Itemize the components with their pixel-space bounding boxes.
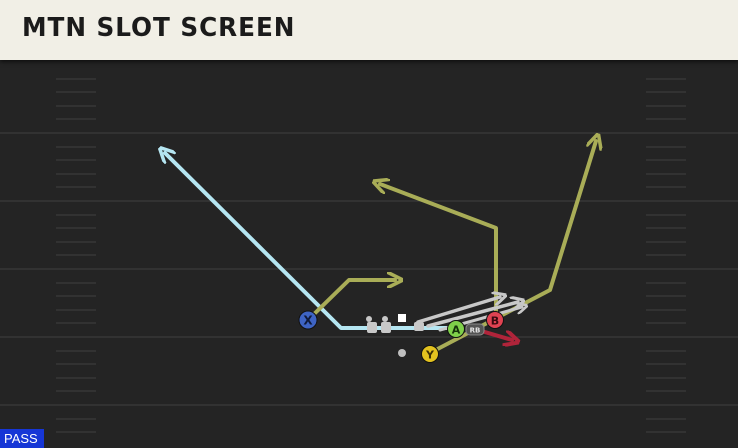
play-field: X A B RB Y	[0, 60, 738, 448]
player-a[interactable]: A	[447, 320, 465, 338]
play-title: MTN SLOT SCREEN	[22, 13, 296, 43]
player-rb-label: RB	[470, 327, 481, 335]
field-diagram: X A B RB Y	[0, 78, 738, 433]
hash-marks-left	[56, 78, 96, 433]
route-x-slant	[307, 280, 395, 321]
player-x[interactable]: X	[298, 310, 318, 330]
lineman-icon	[381, 316, 391, 333]
route-block-1	[416, 297, 500, 324]
hash-marks-right	[646, 78, 686, 433]
player-y-label: Y	[425, 349, 435, 362]
center-icon	[398, 314, 406, 322]
play-header: MTN SLOT SCREEN	[0, 0, 738, 60]
lineman-icon	[414, 322, 424, 331]
route-block-2	[426, 302, 518, 328]
route-a	[380, 184, 498, 324]
player-b[interactable]: B	[486, 311, 504, 329]
lineman-icon	[366, 316, 377, 333]
offensive-line	[366, 314, 424, 333]
quarterback-icon	[398, 349, 406, 357]
player-rb[interactable]: RB	[465, 323, 485, 336]
player-a-label: A	[452, 324, 461, 337]
player-y[interactable]: Y	[421, 345, 439, 363]
route-x	[165, 153, 458, 330]
player-b-label: B	[491, 315, 499, 328]
player-x-label: X	[303, 314, 313, 328]
yard-lines	[0, 132, 738, 406]
play-type-badge: PASS	[0, 429, 44, 448]
